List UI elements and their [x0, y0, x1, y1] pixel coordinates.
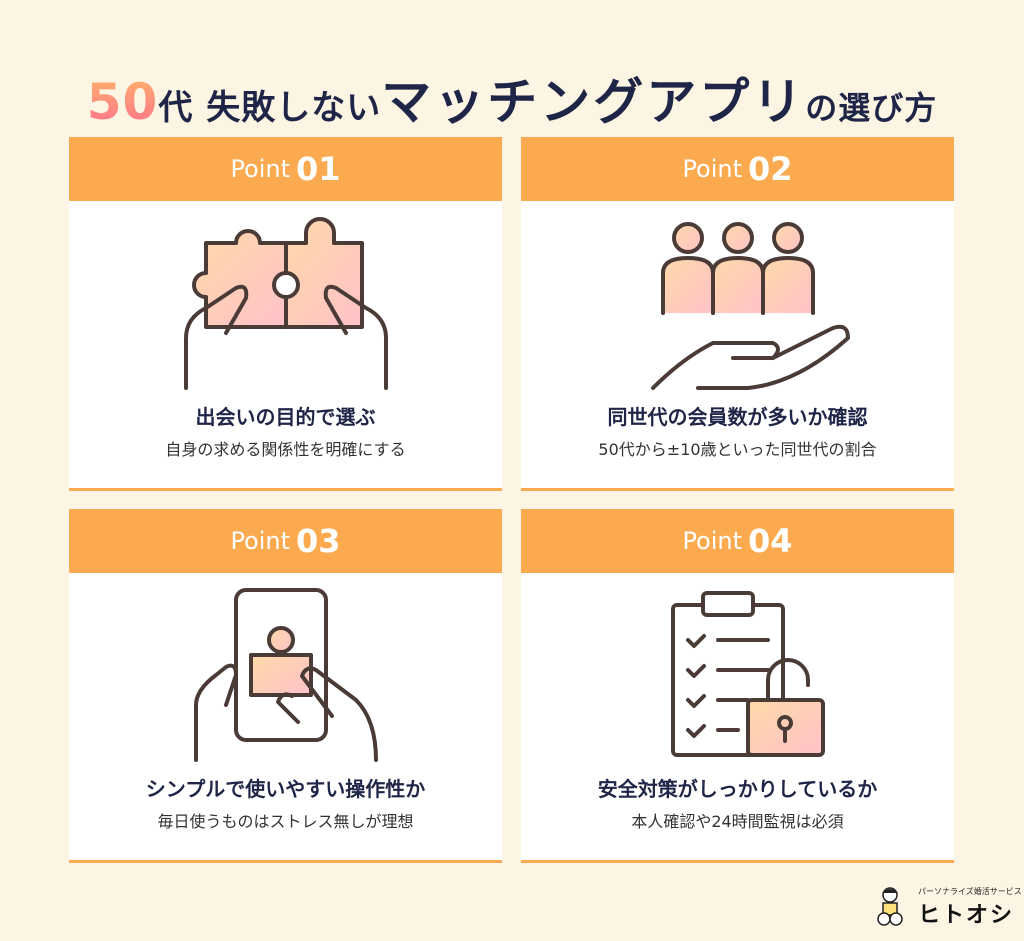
page-title: 50代 失敗しないマッチングアプリの選び方 [86, 73, 938, 131]
people-hand-icon [650, 222, 850, 390]
mascot-logo-icon [877, 887, 903, 926]
brand-logo: パーソナライズ婚活サービス ヒトオシ [868, 885, 1022, 929]
checklist-lock-icon [670, 591, 825, 757]
puzzle-hands-icon [183, 217, 388, 390]
smartphone-touch-icon [193, 588, 378, 762]
